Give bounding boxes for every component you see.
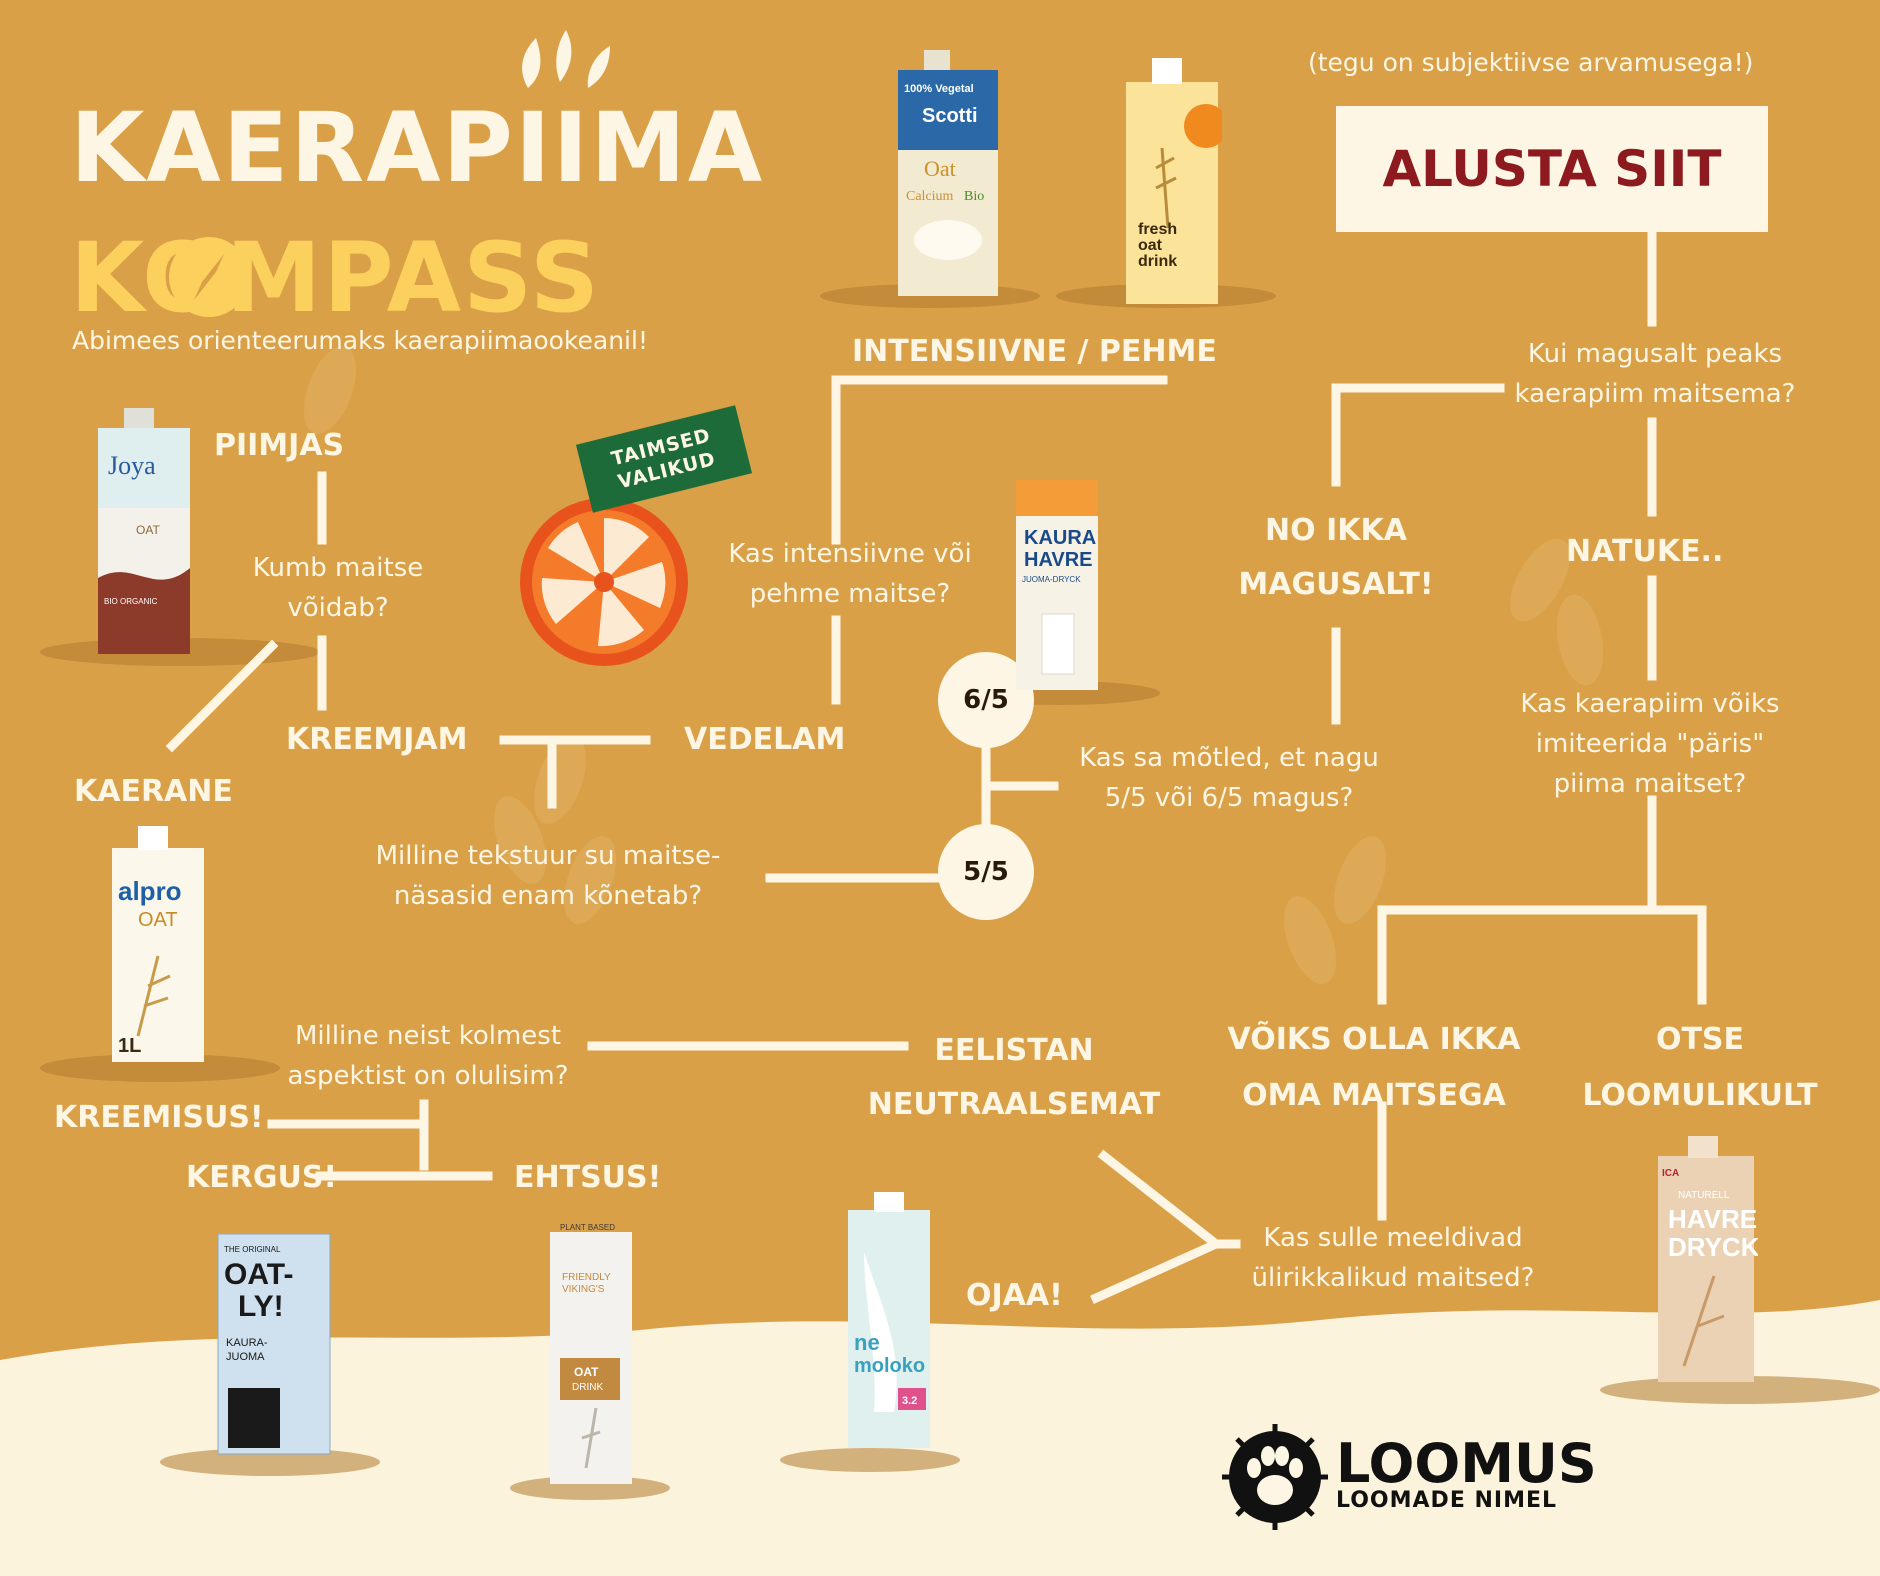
answer-ojaa: OJAA! <box>966 1278 1063 1313</box>
svg-text:LY!: LY! <box>238 1290 284 1323</box>
product-friendly-vikings: PLANT BASED FRIENDLY VIKING'S OAT DRINK <box>550 1223 632 1484</box>
product-scotti-oat: 100% Vegetal Scotti Oat Calcium Bio <box>898 50 998 296</box>
svg-text:ICA: ICA <box>1662 1168 1679 1179</box>
answer-kaerane: KAERANE <box>74 774 233 809</box>
product-havre-dryck: ICA NATURELL HAVRE DRYCK <box>1658 1136 1758 1382</box>
svg-text:100% Vegetal: 100% Vegetal <box>904 83 974 95</box>
svg-text:OAT: OAT <box>136 523 160 537</box>
svg-text:KAURA: KAURA <box>1024 527 1096 549</box>
answer-vedelam: VEDELAM <box>684 722 846 757</box>
svg-text:HAVRE: HAVRE <box>1024 549 1093 571</box>
subtitle: Abimees orienteerumaks kaerapiimaookeani… <box>72 326 648 355</box>
svg-text:fresh: fresh <box>1138 221 1177 238</box>
loomus-paw-logo-icon <box>1222 1424 1328 1530</box>
start-label: ALUSTA SIIT <box>1382 140 1722 198</box>
svg-text:JUOMA: JUOMA <box>226 1351 265 1363</box>
circle-five-of-five: 5/5 <box>938 824 1034 920</box>
svg-text:FRIENDLY: FRIENDLY <box>562 1272 611 1283</box>
svg-text:OAT: OAT <box>574 1365 599 1379</box>
svg-text:Calcium: Calcium <box>906 189 954 204</box>
product-oatly: THE ORIGINAL OAT- LY! KAURA- JUOMA <box>217 1233 331 1455</box>
svg-text:Oat: Oat <box>924 156 956 181</box>
answer-kreemjam: KREEMJAM <box>286 722 468 757</box>
svg-text:BIO ORGANIC: BIO ORGANIC <box>104 597 158 606</box>
question-texture: Milline tekstuur su maitse-näsasid enam … <box>375 841 721 911</box>
answer-ehtsus: EHTSUS! <box>514 1160 662 1195</box>
svg-text:VIKING'S: VIKING'S <box>562 1284 605 1295</box>
splash-drops-icon <box>522 30 610 88</box>
svg-text:HAVRE: HAVRE <box>1668 1204 1757 1234</box>
start-box: ALUSTA SIIT <box>1336 106 1768 232</box>
product-fresh-oat-drink: fresh oat drink <box>1126 58 1222 304</box>
svg-text:DRYCK: DRYCK <box>1668 1232 1758 1262</box>
logo-name: LOOMUS <box>1336 1432 1597 1495</box>
svg-text:ne: ne <box>854 1330 880 1355</box>
svg-text:3.2: 3.2 <box>902 1395 917 1407</box>
answer-kreemisus: KREEMISUS! <box>54 1100 264 1135</box>
orange-slice-icon <box>520 498 688 666</box>
svg-text:KAURA-: KAURA- <box>226 1337 268 1349</box>
title-line-2: KOMPASS <box>70 222 602 334</box>
svg-text:drink: drink <box>1138 253 1177 270</box>
svg-text:OAT: OAT <box>138 909 178 931</box>
svg-text:oat: oat <box>1138 237 1163 254</box>
svg-text:PLANT BASED: PLANT BASED <box>560 1223 615 1232</box>
svg-text:moloko: moloko <box>854 1355 925 1377</box>
product-kaura-havre: KAURA HAVRE JUOMA-DRYCK <box>1016 480 1098 690</box>
cream-wave <box>0 1300 1880 1576</box>
svg-text:THE ORIGINAL: THE ORIGINAL <box>224 1245 281 1254</box>
svg-text:Joya: Joya <box>108 451 156 480</box>
svg-text:JUOMA-DRYCK: JUOMA-DRYCK <box>1022 575 1081 584</box>
product-nemoloko: ne moloko 3.2 <box>848 1192 930 1448</box>
svg-text:1L: 1L <box>118 1035 141 1057</box>
product-joya-oat: Joya OAT BIO ORGANIC <box>98 408 190 654</box>
product-alpro-oat: alpro OAT 1L <box>112 826 204 1062</box>
svg-text:OAT-: OAT- <box>224 1258 293 1291</box>
answer-piimjas: PIIMJAS <box>214 428 345 463</box>
title-line-1: KAERAPIIMA <box>70 92 765 204</box>
svg-text:NATURELL: NATURELL <box>1678 1190 1730 1201</box>
answer-kergus: KERGUS! <box>186 1160 338 1195</box>
answer-intensiivne-pehme: INTENSIIVNE / PEHME <box>852 334 1217 369</box>
answer-natuke: NATUKE.. <box>1566 534 1724 569</box>
svg-text:alpro: alpro <box>118 876 182 906</box>
logo-tagline: LOOMADE NIMEL <box>1336 1488 1558 1513</box>
wheat-silhouettes <box>304 346 1604 984</box>
compass-icon <box>169 237 249 317</box>
svg-text:DRINK: DRINK <box>572 1382 603 1393</box>
svg-text:Bio: Bio <box>964 189 984 204</box>
svg-text:Scotti: Scotti <box>922 105 978 127</box>
disclaimer-note: (tegu on subjektiivse arvamusega!) <box>1308 48 1754 77</box>
